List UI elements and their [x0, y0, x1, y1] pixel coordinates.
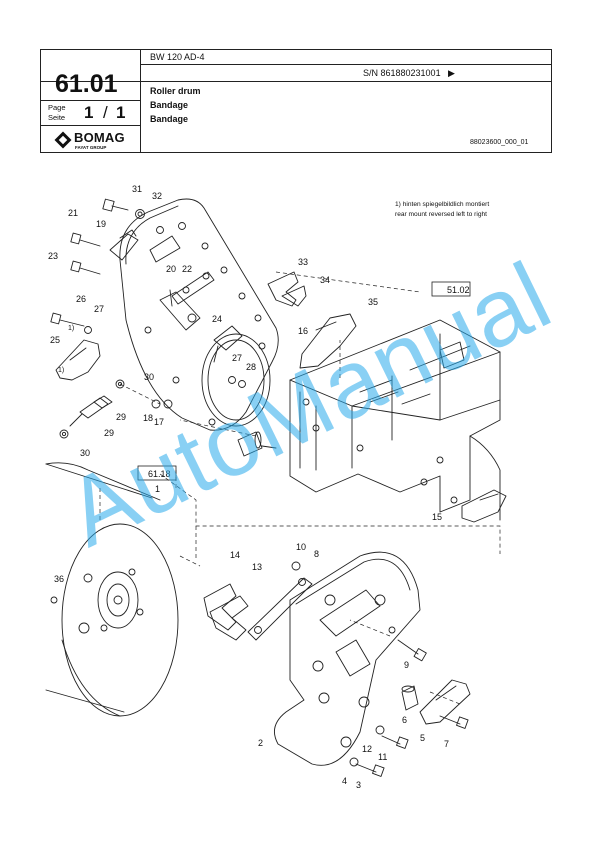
bomag-diamond-icon	[54, 131, 72, 149]
section-number: 61.01	[55, 70, 118, 98]
callout-14: 14	[230, 550, 240, 560]
frame-assembly	[289, 319, 501, 521]
logo-sub: FAYAT GROUP	[75, 145, 107, 150]
callout-30: 30	[144, 372, 154, 382]
bomag-logo: BOMAG FAYAT GROUP	[52, 130, 132, 150]
callout-24: 24	[212, 314, 222, 324]
callout-7: 7	[444, 739, 449, 749]
title-en: Roller drum	[150, 86, 201, 96]
callout-19: 19	[96, 219, 106, 229]
header-rule	[41, 81, 551, 82]
header-table: 61.01 BW 120 AD-4 S/N 861880231001 ▶ Pag…	[40, 49, 552, 153]
callout-26: 26	[76, 294, 86, 304]
ref-box-51-02	[431, 281, 471, 297]
model-name: BW 120 AD-4	[150, 52, 205, 62]
callout-9: 9	[404, 660, 409, 670]
note-line-2: rear mount reversed left to right	[395, 211, 487, 218]
callout-35: 35	[368, 297, 378, 307]
callout-4: 4	[342, 776, 347, 786]
lower-mounting-plate	[273, 551, 421, 766]
ref-box-61-18	[137, 465, 177, 481]
callout-33: 33	[298, 257, 308, 267]
callout-29: 29	[104, 428, 114, 438]
callout-16: 16	[298, 326, 308, 336]
doc-number: 88023600_000_01	[470, 139, 529, 146]
exploded-parts-diagram: 51.02 61.18 1 1) 1) 2 3 4 5 6 7 8 9 10 1…	[45, 184, 507, 790]
callout-6: 6	[402, 715, 407, 725]
title-fr: Bandage	[150, 114, 189, 124]
page-total: 1	[116, 103, 126, 122]
callout-2: 2	[258, 738, 263, 748]
note-line-1: 1) hinten spiegelbildlich montiert	[395, 201, 489, 208]
callout-22: 22	[182, 264, 192, 274]
callout-5: 5	[420, 733, 425, 743]
callout-12: 12	[362, 744, 372, 754]
page-label-en: Seite	[48, 113, 66, 122]
callout-29: 29	[116, 412, 126, 422]
callout-21: 21	[68, 208, 78, 218]
callout-8: 8	[314, 549, 319, 559]
callout-18: 18	[143, 413, 153, 423]
ref-label-61-18: 61.18	[148, 469, 171, 479]
callout-32: 32	[152, 191, 162, 201]
logo-text: BOMAG	[74, 130, 125, 145]
callout-31: 31	[132, 184, 142, 194]
page-current: 1	[84, 103, 94, 122]
callout-27: 27	[232, 353, 242, 363]
title-de: Bandage	[150, 100, 189, 110]
header-rule	[140, 64, 551, 65]
callout-25: 25	[50, 335, 60, 345]
callout-36: 36	[54, 574, 64, 584]
callout-note-marker: 1)	[68, 325, 74, 332]
callout-1: 1	[155, 484, 160, 494]
header-divider	[140, 50, 141, 152]
serial-number: S/N 861880231001	[363, 68, 441, 78]
upper-mounting-plate	[119, 198, 279, 431]
callout-10: 10	[296, 542, 306, 552]
header-rule	[41, 125, 140, 126]
callout-3: 3	[356, 780, 361, 790]
callout-note-marker: 1)	[58, 367, 64, 374]
callout-30: 30	[80, 448, 90, 458]
page-label-de: Page	[48, 103, 66, 112]
callout-15: 15	[432, 512, 442, 522]
ref-label-51-02: 51.02	[447, 285, 470, 295]
header-rule	[41, 100, 140, 101]
callout-23: 23	[48, 251, 58, 261]
callout-11: 11	[378, 752, 387, 762]
callout-20: 20	[166, 264, 176, 274]
callout-28: 28	[246, 362, 256, 372]
roller-drum	[45, 462, 179, 717]
callout-13: 13	[252, 562, 262, 572]
callout-27: 27	[94, 304, 104, 314]
serial-arrow-icon: ▶	[448, 68, 455, 78]
callout-17: 17	[154, 417, 164, 427]
page-separator: /	[103, 103, 108, 122]
callout-34: 34	[320, 275, 330, 285]
